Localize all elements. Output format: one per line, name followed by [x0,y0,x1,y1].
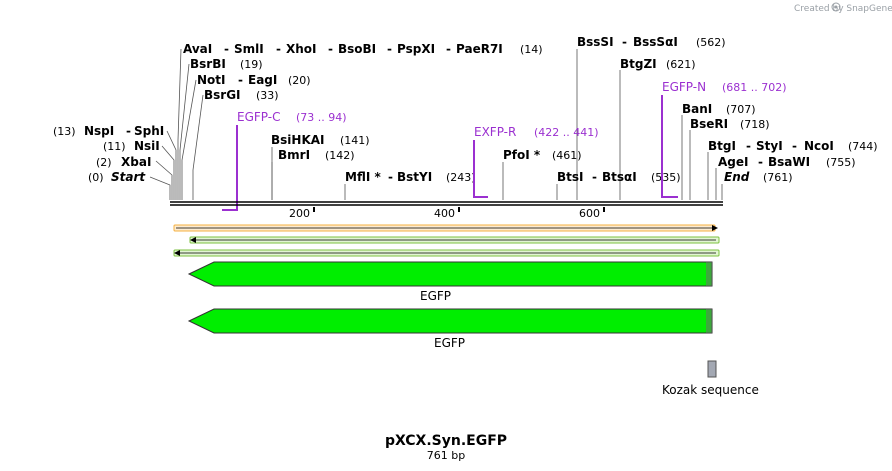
primers: EGFP-C (73 .. 94) EXFP-R (422 .. 441) EG… [222,80,787,211]
site-ncoi[interactable]: NcoI [804,139,834,153]
site-bsssai[interactable]: BssSαI [633,35,678,49]
feature-kozak[interactable] [707,360,717,378]
site-num-bsrgi: (33) [256,89,279,102]
site-labels: (0) Start (2) XbaI (11) NsiI (13) NspI -… [53,35,878,184]
site-connectors [149,48,723,200]
site-num-bstyi: (243) [446,171,476,184]
primer-exfp-r-label[interactable]: EXFP-R [474,125,516,139]
site-sep: - [446,42,451,56]
site-start[interactable]: Start [111,170,146,184]
site-sep: - [276,42,281,56]
feature-egfp-2-label: EGFP [434,336,465,350]
site-xhoi[interactable]: XhoI [286,42,317,56]
site-pfoi[interactable]: PfoI * [503,148,541,162]
site-num-bsawi: (755) [826,156,856,169]
feature-egfp-1[interactable] [187,261,713,287]
site-bsawi[interactable]: BsaWI [768,155,810,169]
site-pspxi[interactable]: PspXI [397,42,435,56]
site-eagi[interactable]: EagI [248,73,277,87]
site-bsihkai[interactable]: BsiHKAI [271,133,325,147]
snapgene-logo-icon [831,2,841,12]
feature-kozak-label: Kozak sequence [662,383,759,397]
site-bani[interactable]: BanI [682,102,712,116]
primer-exfp-r-mark[interactable] [473,140,488,198]
feature-egfp-2[interactable] [187,308,713,334]
feature-egfp-1-label: EGFP [420,289,451,303]
site-num-xbai: (2) [96,156,112,169]
site-btsai[interactable]: BtsαI [602,170,637,184]
map-title: pXCX.Syn.EGFP [385,433,507,449]
site-sep: - [758,155,763,169]
primer-egfp-n-label[interactable]: EGFP-N [662,80,706,94]
ruler: 200 400 600 [289,207,605,220]
site-btsi[interactable]: BtsI [557,170,584,184]
map-length: 761 bp [427,449,465,462]
site-sep: - [622,35,627,49]
site-num-bsssai: (562) [696,36,726,49]
snapgene-credit: Created by SnapGene [794,4,892,14]
orf-reverse-green-1[interactable] [189,236,720,244]
site-sep: - [388,170,393,184]
site-num-bmri: (142) [325,149,355,162]
site-smli[interactable]: SmlI [234,42,264,56]
site-num-bsihkai: (141) [340,134,370,147]
orf-forward-orange[interactable] [173,224,718,232]
site-bsssi[interactable]: BssSI [577,35,614,49]
site-bsrbi[interactable]: BsrBI [190,57,226,71]
site-num-nsii: (11) [103,140,126,153]
site-num-pfoi: (461) [552,149,582,162]
site-num-bani: (707) [726,103,756,116]
primer-exfp-r-range: (422 .. 441) [534,126,599,139]
site-num-nspi: (13) [53,125,76,138]
site-num-end: (761) [763,171,793,184]
primer-egfp-n-mark[interactable] [661,95,678,198]
site-xbai[interactable]: XbaI [121,155,151,169]
site-btgzi[interactable]: BtgZI [620,57,657,71]
site-sep: - [126,124,131,138]
site-sep: - [328,42,333,56]
dna-backbone [170,201,723,206]
site-sep: - [746,139,751,153]
primer-egfp-c-range: (73 .. 94) [296,111,347,124]
site-num-bseri: (718) [740,118,770,131]
primer-egfp-n-range: (681 .. 702) [722,81,787,94]
site-end[interactable]: End [724,170,750,184]
site-styi[interactable]: StyI [756,139,783,153]
site-avai[interactable]: AvaI [183,42,212,56]
ruler-label-600: 600 [579,207,600,220]
site-sep: - [238,73,243,87]
site-btgi[interactable]: BtgI [708,139,736,153]
site-paer7i[interactable]: PaeR7I [456,42,503,56]
site-sep: - [224,42,229,56]
site-agei[interactable]: AgeI [718,155,748,169]
site-num-paer7i: (14) [520,43,543,56]
site-num-bsrbi: (19) [240,58,263,71]
orf-reverse-green-2[interactable] [173,249,720,257]
site-bseri[interactable]: BseRI [690,117,728,131]
ruler-label-400: 400 [434,207,455,220]
primer-egfp-c-mark[interactable] [222,125,238,211]
primer-egfp-c-label[interactable]: EGFP-C [237,110,280,124]
site-bsobi[interactable]: BsoBI [338,42,376,56]
site-nsii[interactable]: NsiI [134,139,160,153]
site-nspi[interactable]: NspI [84,124,114,138]
site-num-ncoi: (744) [848,140,878,153]
site-noti[interactable]: NotI [197,73,226,87]
site-bstyi[interactable]: BstYI [397,170,432,184]
site-num-btsai: (535) [651,171,681,184]
site-bsrgi[interactable]: BsrGI [204,88,241,102]
ruler-label-200: 200 [289,207,310,220]
site-sep: - [387,42,392,56]
site-sep: - [592,170,597,184]
site-num-start: (0) [88,171,104,184]
site-bmri[interactable]: BmrI [278,148,310,162]
site-mfli[interactable]: MflI * [345,170,381,184]
site-num-eagi: (20) [288,74,311,87]
site-sep: - [792,139,797,153]
site-sphi[interactable]: SphI [134,124,164,138]
site-num-btgzi: (621) [666,58,696,71]
